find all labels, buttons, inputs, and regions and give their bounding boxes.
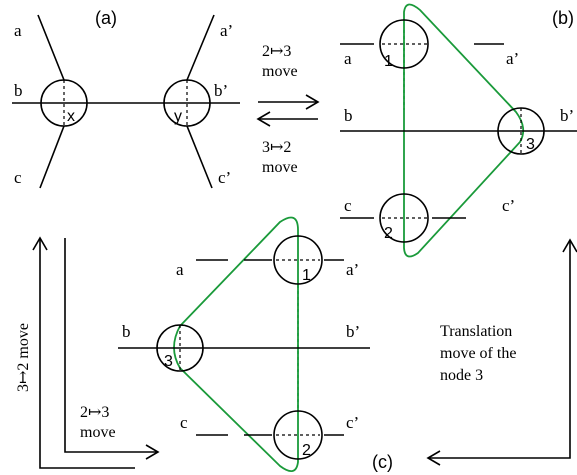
move-forward-line2: move xyxy=(262,63,298,80)
panel-a: (a) x y a b c a’ b’ c’ xyxy=(12,8,240,189)
inner-arrow-head xyxy=(145,444,160,460)
c-node-3-label: 3 xyxy=(164,353,173,370)
c-end-b-prime: b’ xyxy=(346,322,360,341)
translation-arrow-head-left xyxy=(426,450,441,466)
panel-c: (c) 1 a a’ 3 b b’ 2 c c’ xyxy=(118,216,393,472)
panel-a-label: (a) xyxy=(95,8,117,28)
translation-line2: move of the xyxy=(440,345,516,362)
c-node-1-circle xyxy=(273,235,323,285)
panel-c-label: (c) xyxy=(372,452,393,472)
strand-a-left xyxy=(37,14,65,81)
b-end-a: a xyxy=(344,49,352,68)
b-node-3-label: 3 xyxy=(526,136,535,153)
c-end-a: a xyxy=(176,260,184,279)
c-end-c-prime: c’ xyxy=(346,413,359,432)
strand-c-right xyxy=(186,125,213,189)
end-a: a xyxy=(14,21,22,40)
b-node-1-label: 1 xyxy=(384,53,393,70)
c-end-a-prime: a’ xyxy=(346,260,359,279)
translation-line1: Translation xyxy=(440,323,512,340)
b-end-c-prime: c’ xyxy=(502,196,515,215)
b-end-a-prime: a’ xyxy=(506,49,519,68)
c-node-1-label: 1 xyxy=(302,267,311,284)
strand-c-left xyxy=(39,125,65,189)
node-y-label: y xyxy=(174,108,182,125)
c-end-c: c xyxy=(180,413,188,432)
translation-line3: node 3 xyxy=(440,367,483,384)
move-arrows-top: 2↦3 move 3↦2 move xyxy=(256,43,320,176)
outer-arrow-path xyxy=(39,238,135,469)
move-back-line2: move xyxy=(262,159,298,176)
b-node-1-circle xyxy=(379,19,429,69)
forward-arrow-head xyxy=(305,94,320,110)
inner-arrow-path xyxy=(64,238,158,453)
end-b: b xyxy=(14,81,23,100)
b-node-2-circle xyxy=(379,193,429,243)
c-node-2-label: 2 xyxy=(302,442,311,459)
move-back-line1: 3↦2 xyxy=(262,139,291,156)
b-end-c: c xyxy=(344,196,352,215)
loop-b xyxy=(403,3,525,258)
move-forward-line1: 2↦3 xyxy=(262,43,291,60)
end-c: c xyxy=(14,168,22,187)
end-a-prime: a’ xyxy=(220,21,233,40)
back-arrow-head xyxy=(256,111,271,127)
translation-arrow-head-up xyxy=(562,238,577,253)
b-node-2-label: 2 xyxy=(384,225,393,242)
left-bottom-line2: move xyxy=(80,424,116,441)
panel-b: (b) 1 a a’ 3 b b’ 2 c c’ xyxy=(340,3,577,258)
strand-a-right xyxy=(186,14,215,81)
translation-arrow-path xyxy=(428,240,571,459)
move-arrows-left: 3↦2 move 2↦3 move xyxy=(15,236,160,469)
b-end-b: b xyxy=(344,106,353,125)
loop-c xyxy=(173,216,299,472)
left-vertical-caption: 3↦2 move xyxy=(15,323,32,392)
end-b-prime: b’ xyxy=(214,81,228,100)
end-c-prime: c’ xyxy=(218,168,231,187)
b-end-b-prime: b’ xyxy=(560,106,574,125)
left-bottom-line1: 2↦3 xyxy=(80,404,109,421)
node-x-label: x xyxy=(67,108,75,125)
outer-arrow-head xyxy=(32,236,48,251)
move-arrows-right: Translation move of the node 3 xyxy=(426,238,577,466)
c-end-b: b xyxy=(122,322,131,341)
panel-b-label: (b) xyxy=(552,8,574,28)
c-node-2-circle xyxy=(273,410,323,460)
